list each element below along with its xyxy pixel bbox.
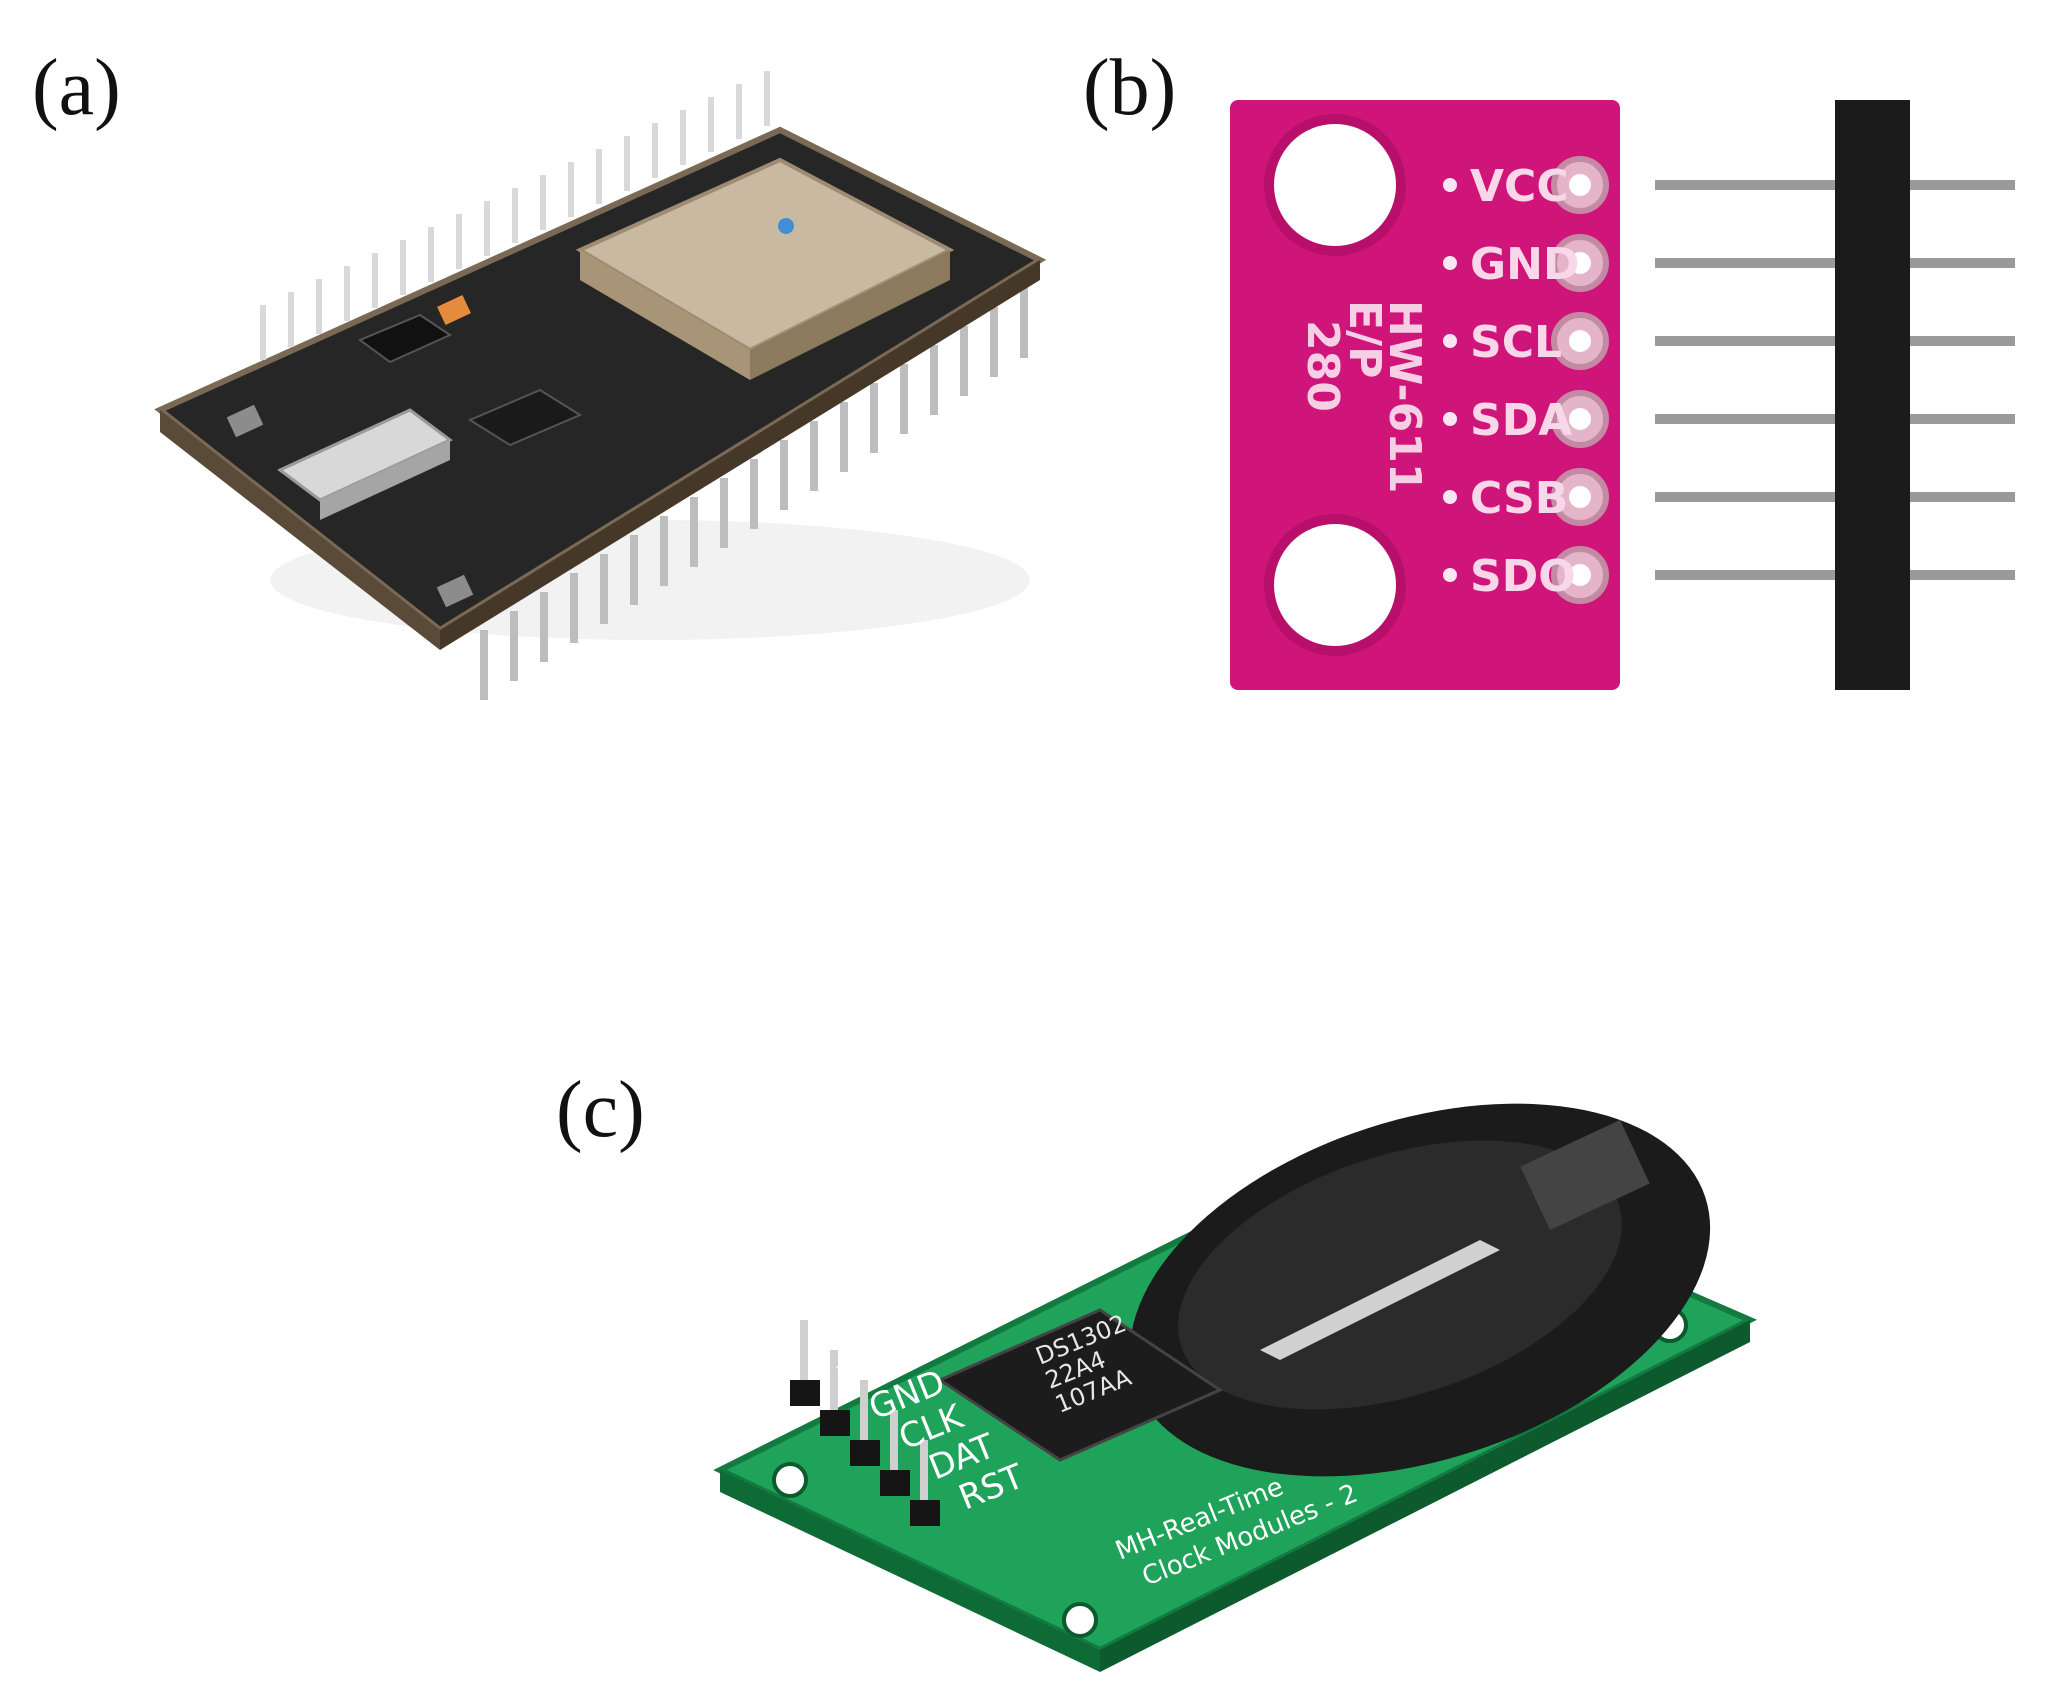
rtc-header-pins <box>790 1320 940 1526</box>
header-pin <box>1020 288 1028 358</box>
header-pin <box>800 1320 808 1382</box>
header-pin <box>570 573 578 643</box>
led-icon <box>778 218 794 234</box>
top-pins <box>260 71 770 360</box>
header-pin <box>540 175 546 230</box>
header-pin <box>480 630 488 700</box>
panel-label-a: (a) <box>32 44 121 132</box>
header-pin <box>428 227 434 282</box>
board-model-text: HW-611 <box>1379 300 1430 494</box>
esp32-board-image <box>154 71 1047 700</box>
mounting-hole-top <box>1264 114 1406 256</box>
bmp280-board-image: VCC GND SCL SDA CSB SDO HW-611 E/P 280 <box>1230 100 2015 690</box>
header-pin <box>456 214 462 269</box>
header-pin <box>990 307 998 377</box>
mounting-hole-bottom <box>1264 514 1406 656</box>
header-pin <box>830 1350 838 1412</box>
header-pin <box>660 516 668 586</box>
header-pin <box>510 611 518 681</box>
header-pin <box>600 554 608 624</box>
battery-latch <box>1520 1120 1650 1230</box>
shield-front <box>750 250 950 380</box>
header-pin <box>400 240 406 295</box>
en-button <box>436 574 474 608</box>
pin-label-sdo: SDO <box>1470 551 1576 602</box>
header-pin <box>344 266 350 321</box>
header-pin <box>630 535 638 605</box>
pin-pads <box>1443 156 1609 604</box>
header-pin <box>596 149 602 204</box>
rtc-chip <box>936 1308 1224 1462</box>
regulator-chip <box>357 313 453 364</box>
header-pin <box>870 383 878 453</box>
shield-side <box>580 250 750 380</box>
header-pin <box>652 123 658 178</box>
bottom-pins <box>480 288 1028 700</box>
header-pin <box>810 421 818 491</box>
header-pin <box>840 402 848 472</box>
pcb-edge <box>160 410 440 650</box>
panel-label-b: (b) <box>1083 44 1177 132</box>
header-pin <box>720 478 728 548</box>
header-pin <box>690 497 698 567</box>
boot-button <box>226 404 264 438</box>
header-pin <box>288 292 294 347</box>
orange-capacitor <box>437 295 471 325</box>
header-pin <box>372 253 378 308</box>
header-pin <box>736 84 742 139</box>
header-pin <box>680 110 686 165</box>
usb-serial-chip <box>467 388 583 447</box>
header-pin <box>860 1380 868 1442</box>
header-pin <box>900 364 908 434</box>
header-pin <box>920 1440 928 1502</box>
board-number-text: 280 <box>1297 320 1348 412</box>
header-pin <box>540 592 548 662</box>
header-pin <box>624 136 630 191</box>
pin-label-sda: SDA <box>1470 395 1572 446</box>
header-plastic <box>1835 100 1910 690</box>
header-pin <box>484 201 490 256</box>
panel-label-c: (c) <box>556 1066 645 1154</box>
header-pin <box>708 97 714 152</box>
header-pin <box>316 279 322 334</box>
header-pin <box>780 440 788 510</box>
pin-label-vcc: VCC <box>1470 161 1569 212</box>
pin-label-gnd: GND <box>1470 239 1579 290</box>
header-pin <box>890 1410 898 1472</box>
header-pin <box>260 305 266 360</box>
header-pin <box>568 162 574 217</box>
board-text: HW-611 E/P 280 <box>1297 300 1430 494</box>
header-pin <box>512 188 518 243</box>
header-pin <box>764 71 770 126</box>
pcb-side <box>440 260 1040 650</box>
pin-label-csb: CSB <box>1470 473 1568 524</box>
board-ep-text: E/P <box>1339 300 1390 378</box>
battery-clip <box>1260 1240 1500 1360</box>
header-pin <box>750 459 758 529</box>
header-pin <box>960 326 968 396</box>
pin-label-scl: SCL <box>1470 317 1562 368</box>
pin-labels: VCC GND SCL SDA CSB SDO <box>1470 161 1579 602</box>
header-pin <box>930 345 938 415</box>
